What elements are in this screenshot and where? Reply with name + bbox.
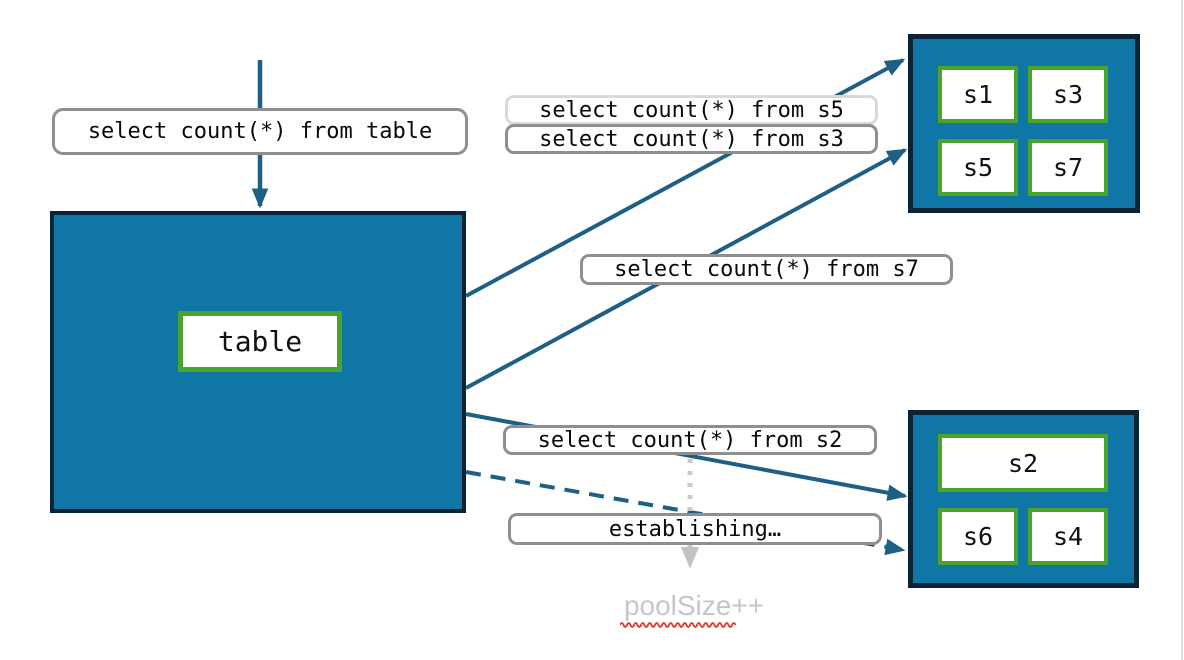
establishing-label: establishing… [508, 513, 882, 545]
query-from-s3-text: select count(*) from s3 [539, 126, 844, 152]
shard-s5: s5 [938, 139, 1018, 196]
shard-s7: s7 [1028, 139, 1108, 196]
query-from-s7-text: select count(*) from s7 [614, 257, 919, 282]
query-from-s5-text: select count(*) from s5 [539, 97, 844, 123]
establishing-text: establishing… [608, 516, 782, 542]
shard-s3-label: s3 [1052, 80, 1084, 109]
query-from-table-text: select count(*) from table [87, 119, 433, 144]
shard-s6: s6 [938, 508, 1018, 565]
query-label-from-s2: select count(*) from s2 [503, 425, 877, 455]
shard-s1: s1 [938, 66, 1018, 123]
query-label-from-s5: select count(*) from s5 [505, 95, 878, 125]
shard-s2-label: s2 [1007, 448, 1039, 478]
shard-s7-label: s7 [1052, 153, 1084, 182]
shard-s4-label: s4 [1052, 522, 1084, 551]
poolsize-text: poolSize++ [623, 590, 765, 621]
shard-s2: s2 [938, 434, 1108, 492]
shard-s5-label: s5 [962, 153, 994, 182]
query-label-from-s3: select count(*) from s3 [505, 124, 878, 154]
shard-s4: s4 [1028, 508, 1108, 565]
shard-s1-label: s1 [962, 80, 994, 109]
shard-s3: s3 [1028, 66, 1108, 123]
query-from-s2-text: select count(*) from s2 [537, 427, 843, 453]
query-label-from-table: select count(*) from table [52, 108, 468, 155]
table-label: table [217, 325, 303, 358]
window-edge-line [1181, 0, 1183, 660]
spellcheck-squiggle [620, 622, 737, 628]
shard-s6-label: s6 [962, 522, 994, 551]
query-label-from-s7: select count(*) from s7 [580, 254, 953, 285]
table-label-box: table [178, 311, 342, 372]
